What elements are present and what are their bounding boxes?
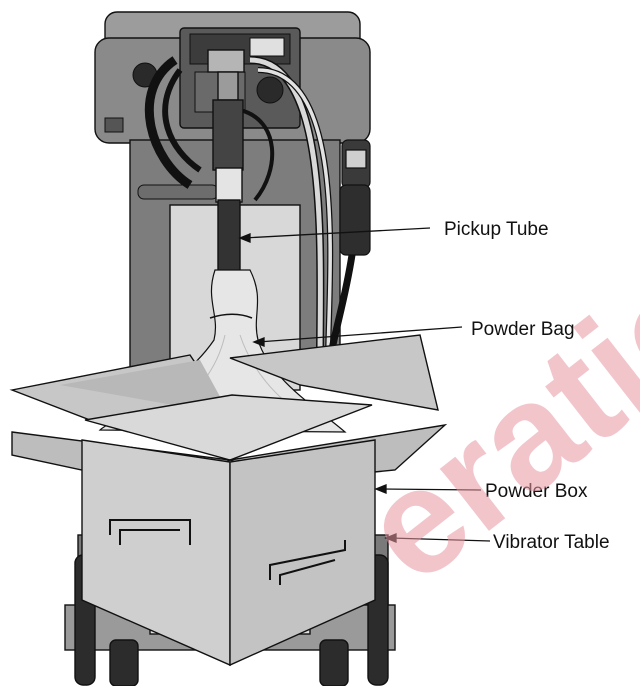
label-powder-bag: Powder Bag	[471, 319, 575, 340]
powder-box	[9, 334, 448, 667]
hoses	[144, 56, 334, 361]
label-pickup-tube: Pickup Tube	[444, 219, 549, 240]
label-vibrator-table: Vibrator Table	[493, 532, 610, 553]
label-powder-box: Powder Box	[485, 481, 588, 502]
leader-lines	[238, 227, 491, 543]
pickup-tube	[207, 49, 245, 279]
